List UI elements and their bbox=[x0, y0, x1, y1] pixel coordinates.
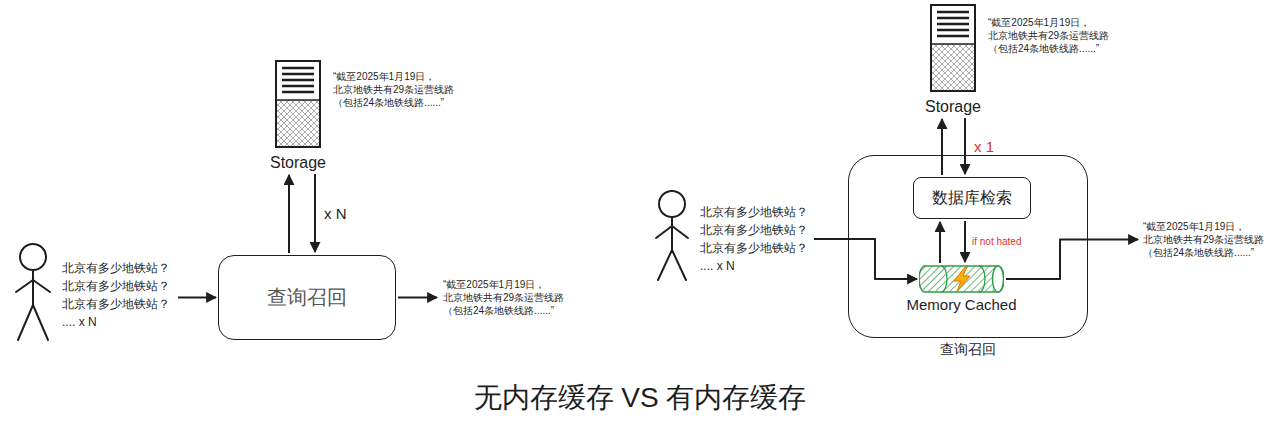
server-slot bbox=[937, 35, 969, 38]
box-label: 查询召回 bbox=[267, 284, 347, 311]
question-text: 北京有多少地铁站？ bbox=[700, 239, 808, 257]
figure-arms bbox=[16, 280, 50, 292]
stick-figure bbox=[656, 191, 688, 280]
question-text: .... x N bbox=[700, 257, 808, 275]
quote-note: “截至2025年1月19日， 北京地铁共有29条运营线路 （包括24条地铁线路.… bbox=[988, 16, 1122, 55]
answer-text: “截至2025年1月19日， 北京地铁共有29条运营线路 （包括24条地铁线路.… bbox=[443, 278, 577, 317]
answer-text: “截至2025年1月19日， 北京地铁共有29条运营线路 （包括24条地铁线路.… bbox=[443, 278, 577, 317]
figure-arms bbox=[656, 226, 688, 238]
process-box: 数据库检索 bbox=[913, 177, 1031, 219]
question-text: 北京有多少地铁站？ bbox=[700, 203, 808, 221]
server-divider bbox=[276, 99, 320, 101]
server-case bbox=[276, 61, 320, 147]
flow-arrow bbox=[814, 239, 917, 279]
question-text: 北京有多少地铁站？ bbox=[700, 221, 808, 239]
answer-text: “截至2025年1月19日， 北京地铁共有29条运营线路 （包括24条地铁线路.… bbox=[1143, 220, 1277, 259]
container-box: 数据库检索Memory Cached查询召回 bbox=[848, 155, 1088, 338]
flow-arrow bbox=[964, 221, 966, 262]
figure-body bbox=[671, 217, 673, 250]
flow-arrow bbox=[1006, 240, 1138, 280]
server-slot bbox=[937, 29, 969, 32]
figure-head bbox=[20, 244, 46, 270]
server-icon bbox=[275, 60, 321, 148]
cache-label: Memory Cached bbox=[906, 296, 1016, 313]
storage-label: Storage bbox=[266, 154, 330, 172]
storage-server: Storage bbox=[921, 4, 985, 116]
server-slot bbox=[282, 79, 314, 82]
process-box: 查询召回 bbox=[218, 255, 396, 340]
flow-arrow bbox=[398, 297, 437, 299]
cylinder-end bbox=[993, 266, 1004, 292]
caption: 无内存缓存 VS 有内存缓存 bbox=[0, 381, 1280, 415]
server-icon bbox=[930, 4, 976, 92]
figure-head bbox=[659, 191, 685, 217]
flow-arrow bbox=[288, 175, 290, 253]
server-slot bbox=[282, 67, 314, 70]
question-list: 北京有多少地铁站？北京有多少地铁站？北京有多少地铁站？.... x N bbox=[62, 259, 170, 331]
question-text: 北京有多少地铁站？ bbox=[62, 259, 170, 277]
edge-label: if not hated bbox=[972, 236, 1021, 247]
cylinder-shape bbox=[919, 265, 1004, 293]
flow-arrow bbox=[941, 119, 943, 175]
cylinder-ring bbox=[979, 266, 985, 292]
figure-legs bbox=[658, 250, 686, 280]
question-list: 北京有多少地铁站？北京有多少地铁站？北京有多少地铁站？.... x N bbox=[700, 203, 808, 275]
figure-legs bbox=[18, 305, 48, 340]
flow-arrow bbox=[178, 297, 216, 299]
edge-label: x N bbox=[324, 205, 347, 222]
server-slot bbox=[937, 17, 969, 20]
stick-figure bbox=[16, 244, 50, 340]
flow-arrow bbox=[939, 222, 941, 263]
server-hatch bbox=[932, 44, 974, 90]
cylinder-ring bbox=[941, 266, 947, 292]
answer-text: “截至2025年1月19日， 北京地铁共有29条运营线路 （包括24条地铁线路.… bbox=[1143, 220, 1277, 259]
flow-arrow bbox=[964, 118, 966, 174]
flow-arrow bbox=[314, 174, 316, 252]
edge-label: x 1 bbox=[974, 138, 994, 155]
server-slot bbox=[282, 91, 314, 94]
server-hatch bbox=[277, 100, 319, 146]
container-label: 查询召回 bbox=[849, 341, 1087, 359]
box-label: 数据库检索 bbox=[932, 188, 1012, 209]
server-case bbox=[931, 5, 975, 91]
question-text: .... x N bbox=[62, 313, 170, 331]
server-divider bbox=[931, 43, 975, 45]
cache-cylinder: Memory Cached bbox=[919, 265, 1004, 293]
storage-label: Storage bbox=[921, 98, 985, 116]
storage-server: Storage bbox=[266, 60, 330, 172]
server-slot bbox=[937, 11, 969, 14]
server-slot bbox=[282, 85, 314, 88]
figure-body bbox=[32, 270, 34, 305]
server-slot bbox=[937, 23, 969, 26]
lightning-icon bbox=[954, 267, 970, 291]
cylinder-body bbox=[919, 266, 1004, 292]
server-slot bbox=[282, 73, 314, 76]
question-text: 北京有多少地铁站？ bbox=[62, 277, 170, 295]
quote-note: “截至2025年1月19日， 北京地铁共有29条运营线路 （包括24条地铁线路.… bbox=[333, 70, 467, 109]
question-text: 北京有多少地铁站？ bbox=[62, 295, 170, 313]
